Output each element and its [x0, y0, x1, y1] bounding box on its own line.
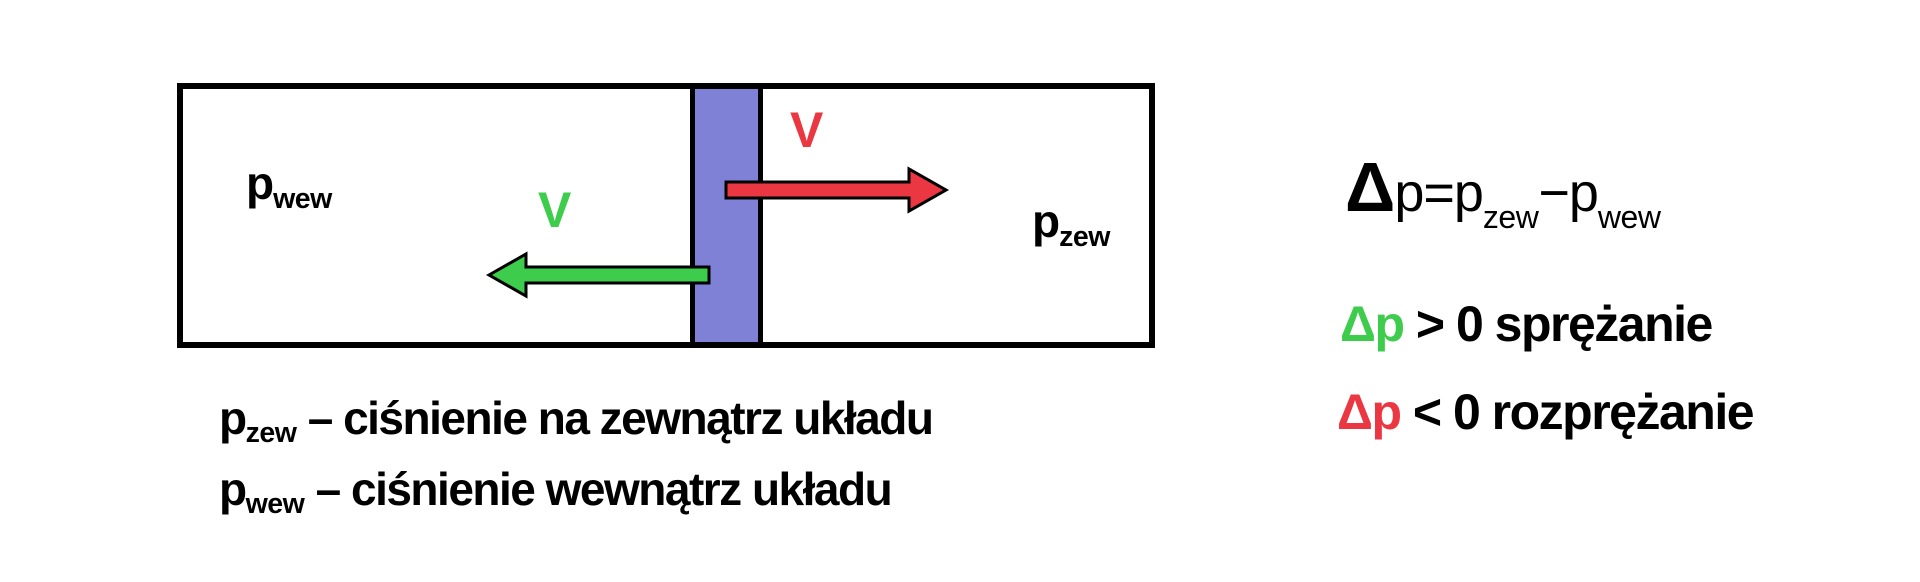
legend-pwew: pwew – ciśnienie wewnątrz układu: [219, 463, 893, 518]
green-left-arrow-icon: [485, 251, 711, 299]
delta-p-green: Δp: [1340, 296, 1405, 352]
equation-sub-zew: zew: [1482, 198, 1539, 235]
velocity-label-right: V: [790, 102, 823, 158]
legend1-subscript: zew: [245, 416, 297, 449]
pressure-label-outside: pzew: [1032, 195, 1110, 251]
legend2-subscript: wew: [245, 487, 305, 520]
pwew-subscript: wew: [273, 182, 332, 215]
compression-condition: Δp > 0 sprężanie: [1340, 296, 1713, 352]
equation-segment-1: p=p: [1394, 163, 1484, 223]
legend2-description: – ciśnienie wewnątrz układu: [304, 463, 893, 515]
red-right-arrow-icon: [724, 166, 950, 214]
green-left-arrow-shape: [485, 251, 711, 299]
equation-sub-wew: wew: [1597, 198, 1661, 235]
pzew-base: p: [1032, 195, 1060, 247]
compression-text: > 0 sprężanie: [1403, 296, 1713, 352]
legend1-description: – ciśnienie na zewnątrz układu: [296, 392, 934, 444]
delta-p-red: Δp: [1337, 384, 1402, 440]
expansion-condition: Δp < 0 rozprężanie: [1337, 384, 1755, 440]
cylinder-outline: [177, 83, 1155, 348]
piston: [690, 86, 763, 344]
velocity-label-left: V: [538, 182, 571, 238]
pressure-label-inside: pwew: [246, 157, 332, 213]
equation-segment-2: −p: [1538, 163, 1599, 223]
legend-pzew: pzew – ciśnienie na zewnątrz układu: [219, 392, 934, 447]
legend1-base: p: [219, 392, 247, 444]
pwew-base: p: [246, 157, 274, 209]
expansion-text: < 0 rozprężanie: [1400, 384, 1755, 440]
delta-symbol: Δ: [1345, 148, 1395, 226]
pzew-subscript: zew: [1059, 220, 1110, 253]
legend2-base: p: [219, 463, 247, 515]
red-right-arrow-shape: [724, 166, 950, 214]
